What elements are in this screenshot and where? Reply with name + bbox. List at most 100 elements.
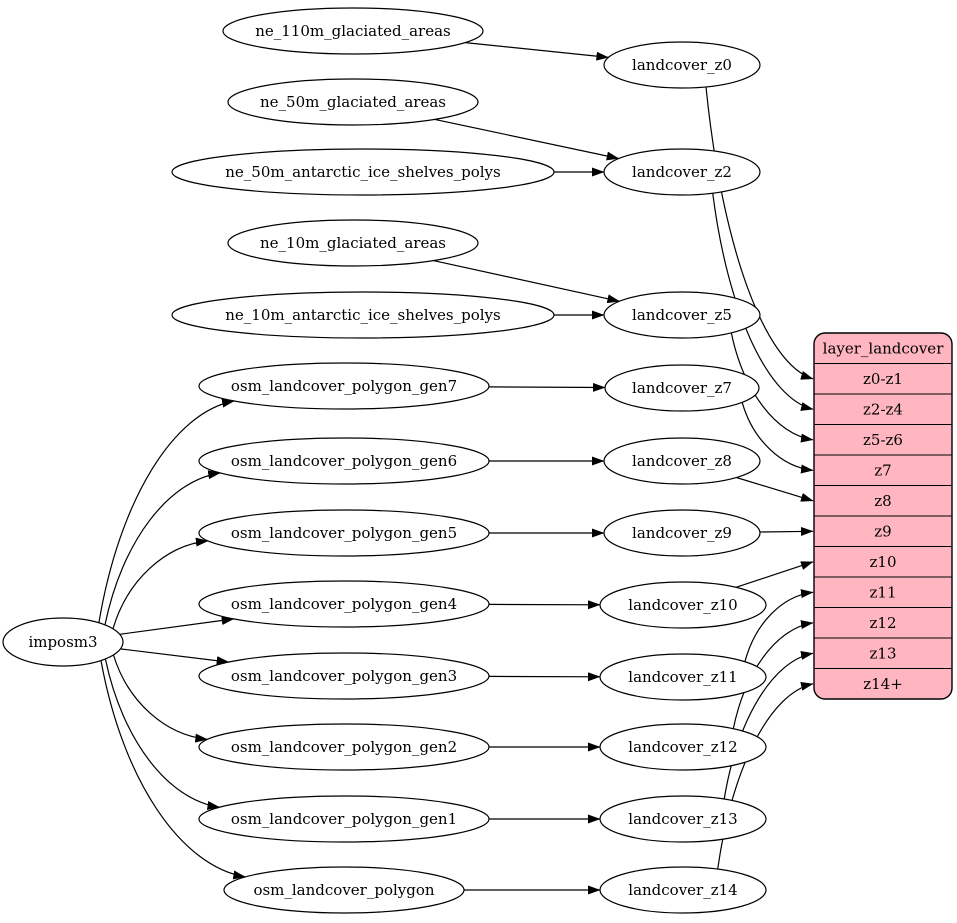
node-label-landcover-z13: landcover_z13	[628, 810, 737, 828]
node-landcover-z8: landcover_z8	[603, 437, 761, 485]
node-label-ne-10m-glaciated-areas: ne_10m_glaciated_areas	[260, 234, 446, 252]
node-label-osm-landcover-polygon-gen6: osm_landcover_polygon_gen6	[231, 452, 457, 470]
edge-landcover-z8-to-z8	[736, 476, 814, 502]
edge-landcover-z12-to-z12	[732, 620, 814, 729]
record-row-z13: z13	[870, 644, 897, 662]
edge-imposm3-to-osm-landcover-polygon-gen3	[120, 648, 230, 666]
node-label-ne-50m-antarctic-ice-shelves-polys: ne_50m_antarctic_ice_shelves_polys	[225, 163, 500, 181]
node-landcover-z0: landcover_z0	[603, 41, 761, 89]
node-label-landcover-z0: landcover_z0	[632, 56, 732, 74]
node-ellipse-osm-landcover-polygon-gen4	[198, 580, 490, 628]
record-row-z14: z14+	[863, 675, 903, 693]
node-landcover-z5: landcover_z5	[603, 291, 761, 339]
node-ne-110m-glaciated-areas: ne_110m_glaciated_areas	[222, 7, 484, 55]
node-label-ne-50m-glaciated-areas: ne_50m_glaciated_areas	[260, 93, 446, 111]
node-label-landcover-z8: landcover_z8	[632, 452, 732, 470]
node-osm-landcover-polygon-gen7: osm_landcover_polygon_gen7	[198, 362, 490, 410]
node-label-osm-landcover-polygon-gen4: osm_landcover_polygon_gen4	[231, 595, 457, 613]
node-ellipse-landcover-z11	[599, 653, 767, 701]
edge-imposm3-to-osm-landcover-polygon-gen7	[98, 398, 235, 623]
node-label-landcover-z9: landcover_z9	[632, 524, 732, 542]
node-label-landcover-z12: landcover_z12	[628, 738, 737, 756]
edge-ne-110m-glaciated-areas-to-landcover-z0	[465, 42, 609, 61]
edge-osm-landcover-polygon-gen7-to-landcover-z7	[488, 382, 606, 392]
record-row-z5-z6: z5-z6	[863, 431, 903, 449]
node-label-landcover-z7: landcover_z7	[632, 379, 732, 397]
edge-landcover-z5-to-z5-z6	[730, 332, 814, 443]
node-landcover-z9: landcover_z9	[603, 509, 761, 557]
edge-landcover-z9-to-z9	[759, 526, 814, 536]
node-osm-landcover-polygon-gen2: osm_landcover_polygon_gen2	[198, 723, 490, 771]
node-ellipse-imposm3	[2, 617, 124, 667]
node-label-osm-landcover-polygon: osm_landcover_polygon	[253, 881, 434, 899]
node-ellipse-landcover-z5	[603, 291, 761, 339]
node-ellipse-osm-landcover-polygon-gen3	[198, 652, 490, 700]
node-ellipse-ne-50m-antarctic-ice-shelves-polys	[171, 148, 555, 196]
record-row-z7: z7	[874, 461, 891, 479]
edge-landcover-z11-to-z11	[744, 589, 814, 662]
record-title: layer_landcover	[823, 339, 945, 357]
node-ellipse-osm-landcover-polygon-gen2	[198, 723, 490, 771]
node-label-osm-landcover-polygon-gen1: osm_landcover_polygon_gen1	[231, 810, 457, 828]
node-landcover-z14: landcover_z14	[599, 866, 767, 914]
node-label-ne-110m-glaciated-areas: ne_110m_glaciated_areas	[255, 22, 451, 40]
edge-landcover-z2-to-z2-z4	[712, 193, 814, 411]
node-label-osm-landcover-polygon-gen5: osm_landcover_polygon_gen5	[231, 524, 457, 542]
node-ellipse-osm-landcover-polygon-gen7	[198, 362, 490, 410]
node-ellipse-osm-landcover-polygon-gen6	[198, 437, 490, 485]
node-ellipse-ne-50m-glaciated-areas	[227, 78, 479, 126]
node-label-osm-landcover-polygon-gen3: osm_landcover_polygon_gen3	[231, 667, 457, 685]
node-ellipse-landcover-z14	[599, 866, 767, 914]
node-landcover-z2: landcover_z2	[603, 148, 761, 196]
node-ellipse-landcover-z0	[603, 41, 761, 89]
node-ellipse-ne-10m-glaciated-areas	[227, 219, 479, 267]
node-ellipse-landcover-z8	[603, 437, 761, 485]
node-label-landcover-z10: landcover_z10	[628, 596, 737, 614]
record-row-z2-z4: z2-z4	[863, 400, 903, 418]
node-ellipse-landcover-z9	[603, 509, 761, 557]
edge-landcover-z7-to-z7	[741, 402, 814, 474]
node-osm-landcover-polygon-gen3: osm_landcover_polygon_gen3	[198, 652, 490, 700]
edge-ne-50m-glaciated-areas-to-landcover-z2	[434, 118, 620, 161]
node-ellipse-ne-10m-antarctic-ice-shelves-polys	[171, 291, 555, 339]
edge-imposm3-to-osm-landcover-polygon-gen1	[104, 658, 220, 810]
node-ne-50m-glaciated-areas: ne_50m_glaciated_areas	[227, 78, 479, 126]
node-ellipse-landcover-z13	[599, 795, 767, 843]
node-osm-landcover-polygon-gen1: osm_landcover_polygon_gen1	[198, 795, 490, 843]
node-osm-landcover-polygon-gen6: osm_landcover_polygon_gen6	[198, 437, 490, 485]
node-label-osm-landcover-polygon-gen7: osm_landcover_polygon_gen7	[231, 377, 457, 395]
node-landcover-z7: landcover_z7	[604, 364, 760, 412]
node-ellipse-landcover-z7	[604, 364, 760, 412]
node-ellipse-landcover-z12	[599, 723, 767, 771]
edge-ne-10m-glaciated-areas-to-landcover-z5	[433, 260, 620, 304]
node-osm-landcover-polygon-gen4: osm_landcover_polygon_gen4	[198, 580, 490, 628]
node-landcover-z13: landcover_z13	[599, 795, 767, 843]
node-label-landcover-z11: landcover_z11	[628, 668, 737, 686]
edge-landcover-z14-to-z14	[717, 681, 814, 870]
node-label-landcover-z14: landcover_z14	[628, 881, 737, 899]
node-label-ne-10m-antarctic-ice-shelves-polys: ne_10m_antarctic_ice_shelves_polys	[225, 306, 500, 324]
node-ellipse-osm-landcover-polygon	[223, 866, 465, 914]
node-landcover-z10: landcover_z10	[599, 581, 767, 629]
edge-imposm3-to-osm-landcover-polygon-gen5	[112, 537, 209, 629]
node-label-landcover-z2: landcover_z2	[632, 163, 732, 181]
node-imposm3: imposm3	[2, 617, 124, 667]
node-landcover-z11: landcover_z11	[599, 653, 767, 701]
node-ne-50m-antarctic-ice-shelves-polys: ne_50m_antarctic_ice_shelves_polys	[171, 148, 555, 196]
node-ellipse-ne-110m-glaciated-areas	[222, 7, 484, 55]
node-ne-10m-antarctic-ice-shelves-polys: ne_10m_antarctic_ice_shelves_polys	[171, 291, 555, 339]
node-label-imposm3: imposm3	[28, 633, 97, 651]
node-ellipse-osm-landcover-polygon-gen1	[198, 795, 490, 843]
edge-imposm3-to-osm-landcover-polygon	[100, 660, 246, 880]
record-row-z10: z10	[870, 553, 897, 571]
record-row-z0-z1: z0-z1	[863, 370, 903, 388]
record-node-layer-landcover: layer_landcoverz0-z1z2-z4z5-z6z7z8z9z10z…	[813, 332, 953, 700]
record-row-z12: z12	[870, 614, 897, 632]
node-label-landcover-z5: landcover_z5	[632, 306, 732, 324]
node-osm-landcover-polygon-gen5: osm_landcover_polygon_gen5	[198, 509, 490, 557]
edge-landcover-z10-to-z10	[735, 561, 814, 588]
edge-landcover-z13-to-z13	[723, 651, 814, 800]
edge-imposm3-to-osm-landcover-polygon-gen4	[119, 616, 235, 635]
